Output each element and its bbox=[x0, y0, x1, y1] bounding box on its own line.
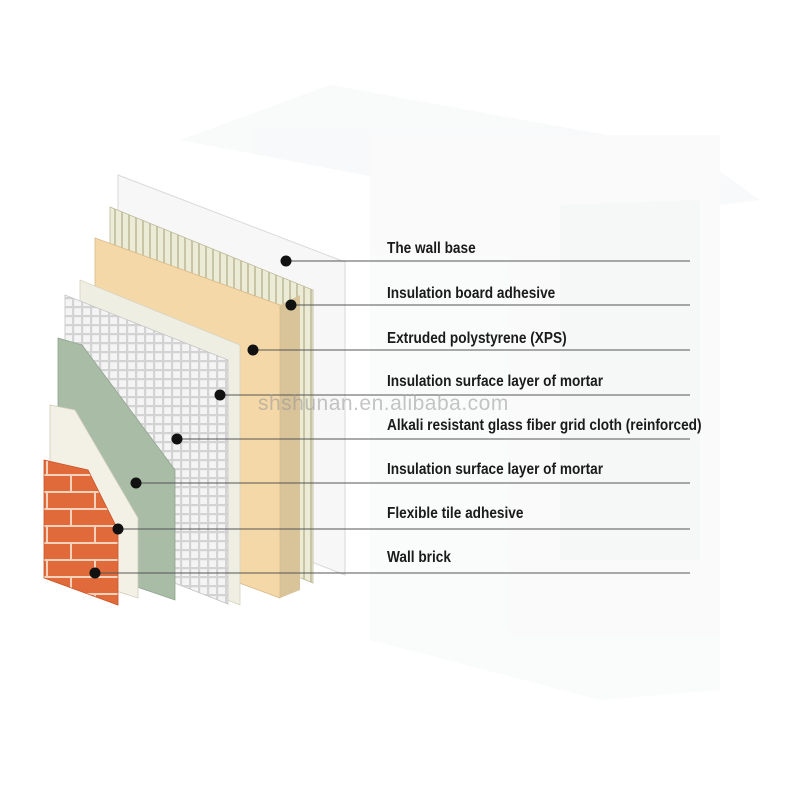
label-wall-brick: Wall brick bbox=[387, 549, 451, 566]
label-extruded-polystyrene: Extruded polystyrene (XPS) bbox=[387, 330, 567, 347]
label-fiberglass-grid-cloth: Alkali resistant glass fiber grid cloth … bbox=[387, 417, 702, 434]
leader-dot-xps bbox=[247, 344, 259, 356]
leader-dot-wall-brick bbox=[89, 567, 101, 579]
xps-board-side bbox=[280, 295, 300, 598]
leader-dot-mortar-2 bbox=[130, 477, 142, 489]
leader-dot-grid-cloth bbox=[171, 433, 183, 445]
leader-dot-insulation-board-adhesive bbox=[285, 299, 297, 311]
leader-dot-mortar-1 bbox=[214, 389, 226, 401]
label-insulation-mortar-1: Insulation surface layer of mortar bbox=[387, 373, 604, 390]
watermark: shshunan.en.alibaba.com bbox=[258, 392, 509, 415]
label-insulation-board-adhesive: Insulation board adhesive bbox=[387, 285, 556, 302]
leader-dot-tile-adhesive bbox=[112, 523, 124, 535]
leader-lines bbox=[89, 255, 690, 579]
label-flexible-tile-adhesive: Flexible tile adhesive bbox=[387, 505, 524, 522]
leader-dot-wall-base bbox=[280, 255, 292, 267]
label-insulation-mortar-2: Insulation surface layer of mortar bbox=[387, 461, 604, 478]
wall-brick-layer bbox=[43, 459, 119, 606]
background-building-shape bbox=[180, 85, 760, 700]
label-wall-base: The wall base bbox=[387, 240, 476, 257]
